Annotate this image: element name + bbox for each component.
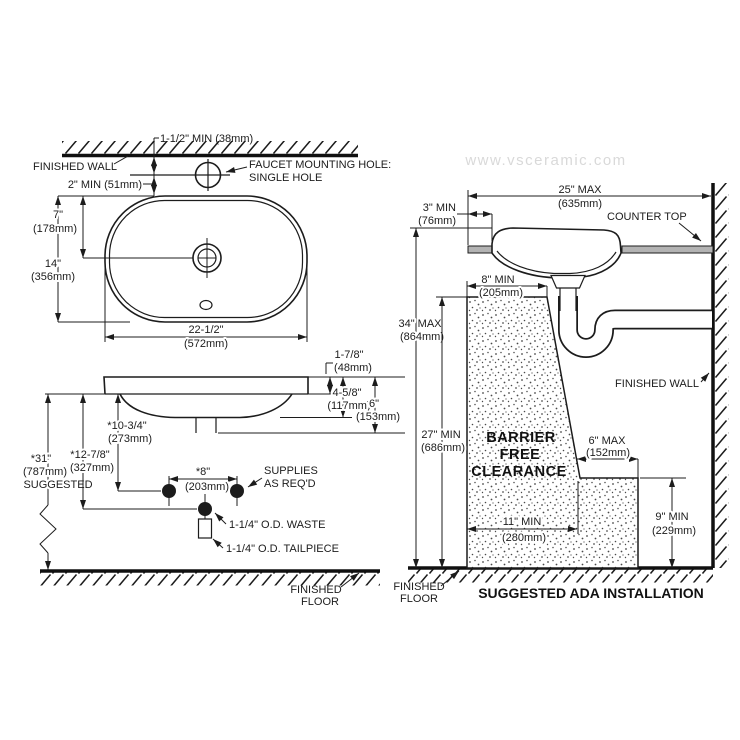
dim-rim-aff-note: SUGGESTED xyxy=(23,479,92,491)
supply-dot-right xyxy=(230,484,244,498)
dim-counter-height-mm: (864mm) xyxy=(400,331,444,343)
supplies-label-1: SUPPLIES xyxy=(264,465,318,477)
dim-counter-height-in: 34" MAX xyxy=(398,318,442,330)
counter-top-bar-right xyxy=(621,245,714,254)
bowl-profile xyxy=(119,393,293,419)
dim-overhang-mm: (76mm) xyxy=(418,215,456,227)
rim-profile xyxy=(103,376,309,395)
dim-knee-depth-in: 11" MIN xyxy=(503,516,542,528)
waste-label: 1-1/4" O.D. WASTE xyxy=(229,519,325,531)
dim-waste-drop-mm: (327mm) xyxy=(70,462,114,474)
tailpiece-label: 1-1/4" O.D. TAILPIECE xyxy=(226,543,339,555)
drain-flange xyxy=(550,274,586,289)
sink-top-view: FINISHED WALL 1-1/2" MIN (38mm) 2" MIN (… xyxy=(29,133,391,352)
dim-waste-drop-in: *12-7/8" xyxy=(70,449,109,461)
dim-rim-aff-in: *31" xyxy=(31,453,52,465)
waste-dot xyxy=(198,502,212,516)
finished-floor-label-right-2: FLOOR xyxy=(400,593,438,605)
dim-overhang-in: 3" MIN xyxy=(423,202,456,214)
dim-width-mm: (572mm) xyxy=(184,338,228,350)
supply-dot-left xyxy=(162,484,176,498)
dim-supplies-drop-in: *10-3/4" xyxy=(107,420,146,432)
dim-depth-in: 14" xyxy=(45,258,61,270)
dim-knee-clearance-in: 27" MIN xyxy=(421,429,460,441)
barrier-label-3: CLEARANCE xyxy=(471,464,567,480)
dim-counter-depth-mm: (635mm) xyxy=(558,198,602,210)
dim-break-symbol xyxy=(39,504,57,554)
tailpiece-fitting xyxy=(197,518,213,539)
dim-knee-depth-mm: (280mm) xyxy=(502,532,546,544)
dim-bowl-depth-in: 4-5/8" xyxy=(333,387,362,399)
dim-supplies-spacing-mm: (203mm) xyxy=(185,481,229,493)
dim-drain-setback-in: 7" xyxy=(53,209,63,221)
dim-rim-aff-mm: (787mm) xyxy=(23,466,67,478)
dim-rim-height-in: 1-7/8" xyxy=(335,349,364,361)
watermark-text: www.vsceramic.com xyxy=(464,152,626,169)
dim-overall-height-in: 6" xyxy=(369,398,379,410)
dim-drain-setback-mm: (178mm) xyxy=(33,223,77,235)
barrier-label-2: FREE xyxy=(500,447,541,463)
dim-supplies-drop-mm: (273mm) xyxy=(108,433,152,445)
wall-hatch-top xyxy=(62,141,358,155)
counter-top-label: COUNTER TOP xyxy=(607,211,687,223)
supplies-label-2: AS REQ'D xyxy=(264,478,316,490)
dim-toe-depth-mm: (152mm) xyxy=(586,447,630,459)
floor-hatch-left xyxy=(40,571,380,586)
finished-floor-label-left-2: FLOOR xyxy=(301,596,339,608)
dim-knee-clearance-mm: (686mm) xyxy=(421,442,465,454)
dim-apron-mm: (205mm) xyxy=(479,287,523,299)
dim-apron-in: 8" MIN xyxy=(481,274,514,286)
dim-overall-height-mm: (153mm) xyxy=(356,411,400,423)
sink-cross-section xyxy=(491,227,622,279)
ada-installation-view: BARRIER FREE CLEARANCE 25" MAX (635mm) 3… xyxy=(393,182,729,605)
dim-counter-depth-in: 25" MAX xyxy=(558,184,602,196)
dim-depth-mm: (356mm) xyxy=(31,271,75,283)
dim-width-in: 22-1/2" xyxy=(188,324,223,336)
dim-wall-offset: 1-1/2" MIN (38mm) xyxy=(160,133,253,145)
finished-wall-label-top: FINISHED WALL xyxy=(33,161,117,173)
finished-wall-label-right: FINISHED WALL xyxy=(615,378,699,390)
dim-toe-depth-in: 6" MAX xyxy=(589,435,627,447)
faucet-hole-label-1: FAUCET MOUNTING HOLE: xyxy=(249,159,391,171)
dim-front-offset: 2" MIN (51mm) xyxy=(68,179,142,191)
basin-outer-outline xyxy=(104,195,308,323)
p-trap-pipe xyxy=(559,296,712,357)
dim-toe-height-mm: (229mm) xyxy=(652,525,696,537)
dim-rim-height-mm: (48mm) xyxy=(334,362,372,374)
wall-hatch-right xyxy=(714,183,729,568)
overflow-hole-icon xyxy=(199,299,213,311)
sink-side-view: 1-7/8" (48mm) 4-5/8" (117mm) 6" (153mm) … xyxy=(21,349,405,608)
dim-supplies-spacing-in: *8" xyxy=(196,466,210,478)
ada-title: SUGGESTED ADA INSTALLATION xyxy=(478,585,704,601)
floor-hatch-right xyxy=(408,568,713,583)
barrier-label-1: BARRIER xyxy=(486,430,556,446)
basin-inner-outline xyxy=(108,199,304,319)
finished-floor-label-left-1: FINISHED xyxy=(290,584,341,596)
dim-toe-height-in: 9" MIN xyxy=(655,511,688,523)
faucet-hole-label-2: SINGLE HOLE xyxy=(249,172,322,184)
finished-floor-label-right-1: FINISHED xyxy=(393,581,444,593)
dim-bowl-depth-mm: (117mm) xyxy=(327,400,370,412)
counter-top-bar-left xyxy=(467,245,493,254)
